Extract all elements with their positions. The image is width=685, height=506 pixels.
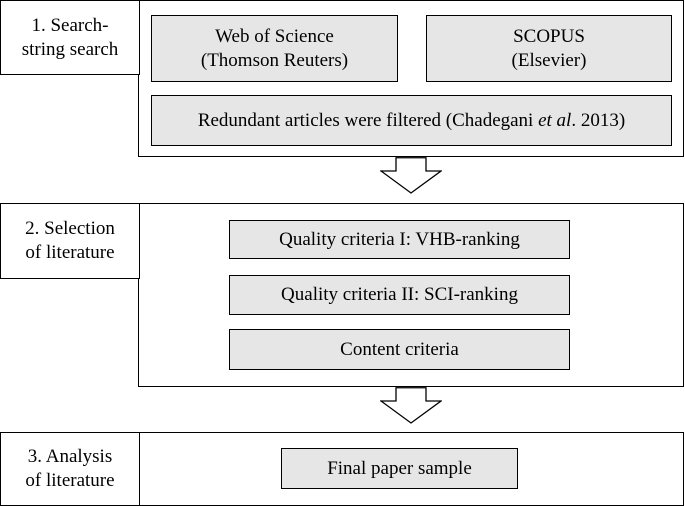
criteria-box-1: Quality criteria I: VHB-ranking <box>229 220 570 259</box>
stage1-label: 1. Search- string search <box>0 0 140 75</box>
scopus-box: SCOPUS (Elsevier) <box>426 15 672 82</box>
stage3-label-text: 3. Analysis of literature <box>25 446 115 491</box>
redundant-box: Redundant articles were filtered (Chadeg… <box>151 95 672 146</box>
criteria-text-2: Quality criteria II: SCI-ranking <box>281 284 518 305</box>
stage2-label: 2. Selection of literature <box>0 203 140 279</box>
final-sample-text: Final paper sample <box>327 457 472 479</box>
stage2-label-text: 2. Selection of literature <box>25 218 115 263</box>
stage1-label-text: 1. Search- string search <box>21 14 119 60</box>
final-sample-box: Final paper sample <box>281 448 518 489</box>
stage3-label: 3. Analysis of literature <box>0 432 140 506</box>
criteria-text-1: Quality criteria I: VHB-ranking <box>279 228 520 250</box>
redundant-italic: et al <box>538 109 572 131</box>
arrow-down-icon <box>380 157 442 194</box>
criteria-box-2: Quality criteria II: SCI-ranking <box>229 275 570 315</box>
redundant-prefix: Redundant articles were filtered (Chadeg… <box>197 109 539 131</box>
wos-text: Web of Science (Thomson Reuters) <box>200 25 349 71</box>
criteria-box-3: Content criteria <box>229 329 570 370</box>
scopus-text: SCOPUS (Elsevier) <box>511 25 587 71</box>
arrow-down-icon <box>380 387 442 424</box>
wos-box: Web of Science (Thomson Reuters) <box>151 15 398 82</box>
criteria-text-3: Content criteria <box>340 338 459 360</box>
redundant-suffix: . 2013) <box>571 109 626 131</box>
redundant-text: Redundant articles were filtered (Chadeg… <box>198 109 625 133</box>
